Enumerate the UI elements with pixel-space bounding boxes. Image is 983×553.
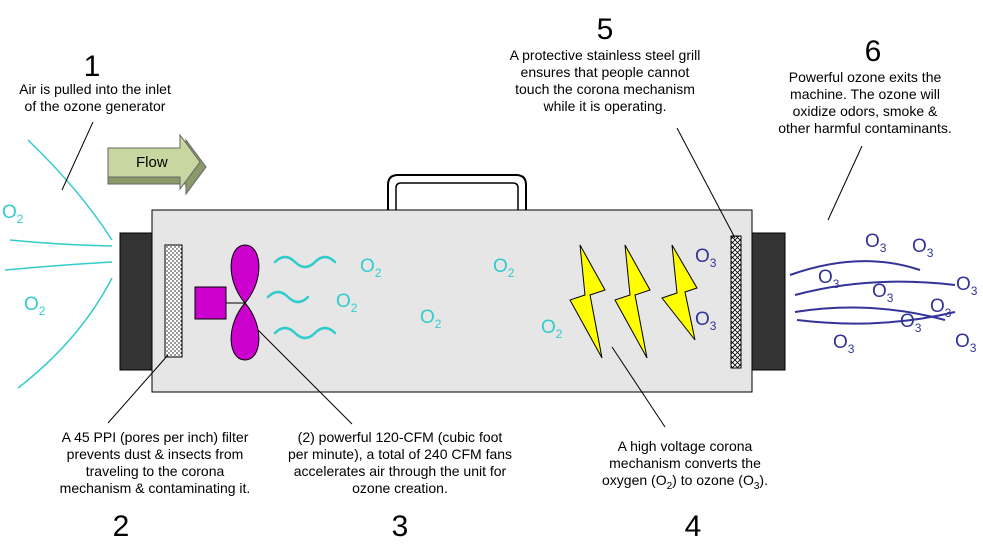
caption-line: Air is pulled into the inlet (19, 81, 171, 97)
caption-line: machine. The ozone will (790, 86, 940, 102)
generator-housing (151, 209, 753, 393)
step-4-caption: A high voltage corona mechanism converts… (570, 438, 800, 495)
ozone-label: O3 (955, 331, 977, 355)
fan-blade-bottom (230, 302, 260, 361)
ozone-label: O3 (872, 281, 894, 305)
oxygen-molecules: O2 O2 O2 O2 O2 O2 O2 (2, 202, 563, 341)
steel-grill (730, 235, 742, 369)
caption-line: traveling to the corona (85, 463, 225, 479)
caption-line: A 45 PPI (pores per inch) filter (61, 429, 249, 445)
flow-arrow: Flow (107, 133, 207, 196)
flow-label: Flow (136, 154, 168, 171)
oxygen-label: O2 (2, 202, 24, 226)
step-3-number: 3 (391, 510, 409, 543)
caption-line: (2) powerful 120-CFM (cubic foot (297, 429, 503, 445)
carry-handle (387, 174, 527, 210)
step-4-number: 4 (684, 510, 702, 543)
ozone-label: O3 (865, 231, 887, 255)
caption-line: ensures that people cannot (520, 64, 690, 80)
ozone-label: O3 (695, 246, 717, 270)
caption-line: prevents dust & insects from (66, 446, 244, 462)
oxygen-label: O2 (360, 256, 382, 280)
step-6-number: 6 (864, 35, 882, 68)
step-5-number: 5 (596, 13, 614, 46)
caption-line: A protective stainless steel grill (509, 47, 701, 63)
caption-line: oxidize odors, smoke & (792, 103, 938, 119)
oxygen-label: O2 (336, 291, 358, 315)
oxygen-label: O2 (420, 307, 442, 331)
fan-blade-top (230, 244, 260, 304)
ozone-label: O3 (900, 311, 922, 335)
step-1-number: 1 (83, 50, 101, 83)
ozone-label: O3 (833, 332, 855, 356)
internal-airflow-lines (266, 255, 337, 340)
step-2-caption: A 45 PPI (pores per inch) filter prevent… (30, 429, 280, 497)
ozone-molecules: O3 O3 O3 O3 O3 O3 O3 O3 O3 O3 O3 (695, 231, 978, 356)
ozone-label: O3 (930, 296, 952, 320)
ozone-label: O3 (695, 309, 717, 333)
caption-line: per minute), a total of 240 CFM fans (287, 446, 513, 462)
caption-line: of the ozone generator (24, 98, 166, 114)
inlet-air-lines (4, 139, 113, 389)
outlet-ozone-lines (789, 260, 956, 325)
corona-bolts (569, 244, 698, 359)
ozone-label: O3 (956, 274, 978, 298)
inlet-block (119, 232, 154, 371)
caption-line: touch the corona mechanism (515, 81, 695, 97)
oxygen-label: O2 (493, 256, 515, 280)
ozone-label: O3 (818, 267, 840, 291)
step-6-caption: Powerful ozone exits the machine. The oz… (755, 69, 975, 137)
oxygen-label: O2 (24, 294, 46, 318)
caption-line: other harmful contaminants. (778, 120, 952, 136)
caption-line: A high voltage corona (617, 438, 753, 454)
oxygen-label: O2 (541, 317, 563, 341)
step-2-number: 2 (112, 510, 130, 543)
caption-line-formula: oxygen (O2) to ozone (O3). (602, 472, 768, 492)
caption-line: while it is operating. (543, 98, 667, 114)
caption-line: Powerful ozone exits the (788, 69, 942, 85)
step-3-caption: (2) powerful 120-CFM (cubic foot per min… (270, 429, 530, 497)
step-5-caption: A protective stainless steel grill ensur… (495, 47, 715, 115)
outlet-block (751, 232, 786, 371)
step-1-caption: Air is pulled into the inlet of the ozon… (0, 81, 190, 115)
caption-line: mechanism converts the (609, 455, 761, 471)
ozone-label: O3 (912, 236, 934, 260)
caption-line: accelerates air through the unit for (293, 463, 507, 479)
caption-line: ozone creation. (352, 480, 448, 496)
filter (164, 244, 183, 358)
leader-lines (61, 121, 863, 428)
fan-motor (194, 286, 227, 320)
caption-line: mechanism & contaminating it. (59, 480, 251, 496)
